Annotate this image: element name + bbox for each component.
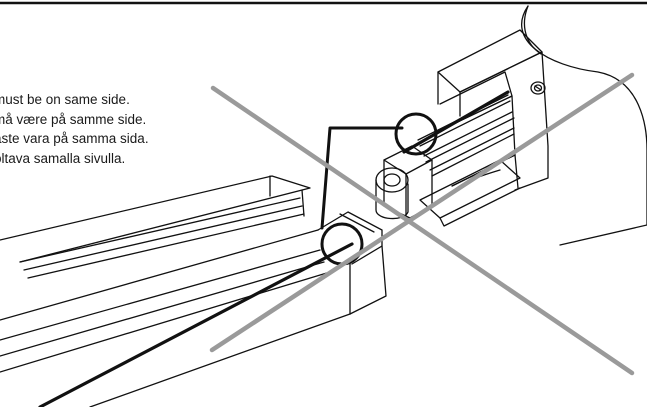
housing-back: [521, 5, 647, 246]
instruction-notes: must be on same side. må være på samme s…: [0, 90, 149, 168]
slot-lower: [451, 154, 519, 189]
hinge-barrel: [375, 179, 409, 220]
cord-upper: [402, 90, 510, 154]
rail-bottom-edge: [89, 313, 351, 407]
note-swedish: åste vara på samma sida.: [0, 131, 149, 146]
rail-side-4: [0, 271, 331, 373]
wrong-cross-icon: [209, 72, 635, 376]
rail-end-cap: [317, 211, 383, 265]
rail-strip-1: [19, 197, 301, 263]
hinge-clip-top: [383, 159, 433, 175]
rail-side-3: [0, 261, 325, 357]
housing-curve: [523, 5, 542, 55]
screw-head-icon: [530, 81, 546, 95]
rib-5: [429, 127, 515, 171]
slot-upper: [439, 71, 513, 129]
rail-strip-3: [27, 213, 305, 279]
rail-end-edge: [301, 189, 305, 217]
hinge-knob-inner: [383, 173, 401, 187]
callout-circle-unit: [394, 112, 438, 156]
rail-side-2: [0, 249, 321, 341]
rail: [0, 175, 387, 407]
end-cap-ridge: [339, 213, 375, 233]
callout-connector: [320, 126, 404, 230]
rail-strip-2: [23, 205, 303, 271]
hinge-knob: [375, 167, 409, 193]
box-right-face: [459, 51, 549, 191]
cord-lower: [38, 242, 354, 407]
rib-6: [431, 133, 515, 177]
lower-tray-edge: [439, 187, 521, 227]
rail-side-top: [0, 229, 319, 321]
lower-tray: [419, 159, 521, 219]
rib-3: [423, 111, 513, 157]
housing-unit: [375, 5, 647, 246]
rail-end-face: [349, 245, 387, 315]
note-finnish: oltava samalla sivulla.: [0, 150, 126, 166]
note-norwegian: må være på samme side.: [0, 111, 147, 127]
rail-top-back: [0, 175, 311, 263]
rib-4: [425, 117, 515, 163]
note-english: must be on same side.: [0, 92, 130, 107]
